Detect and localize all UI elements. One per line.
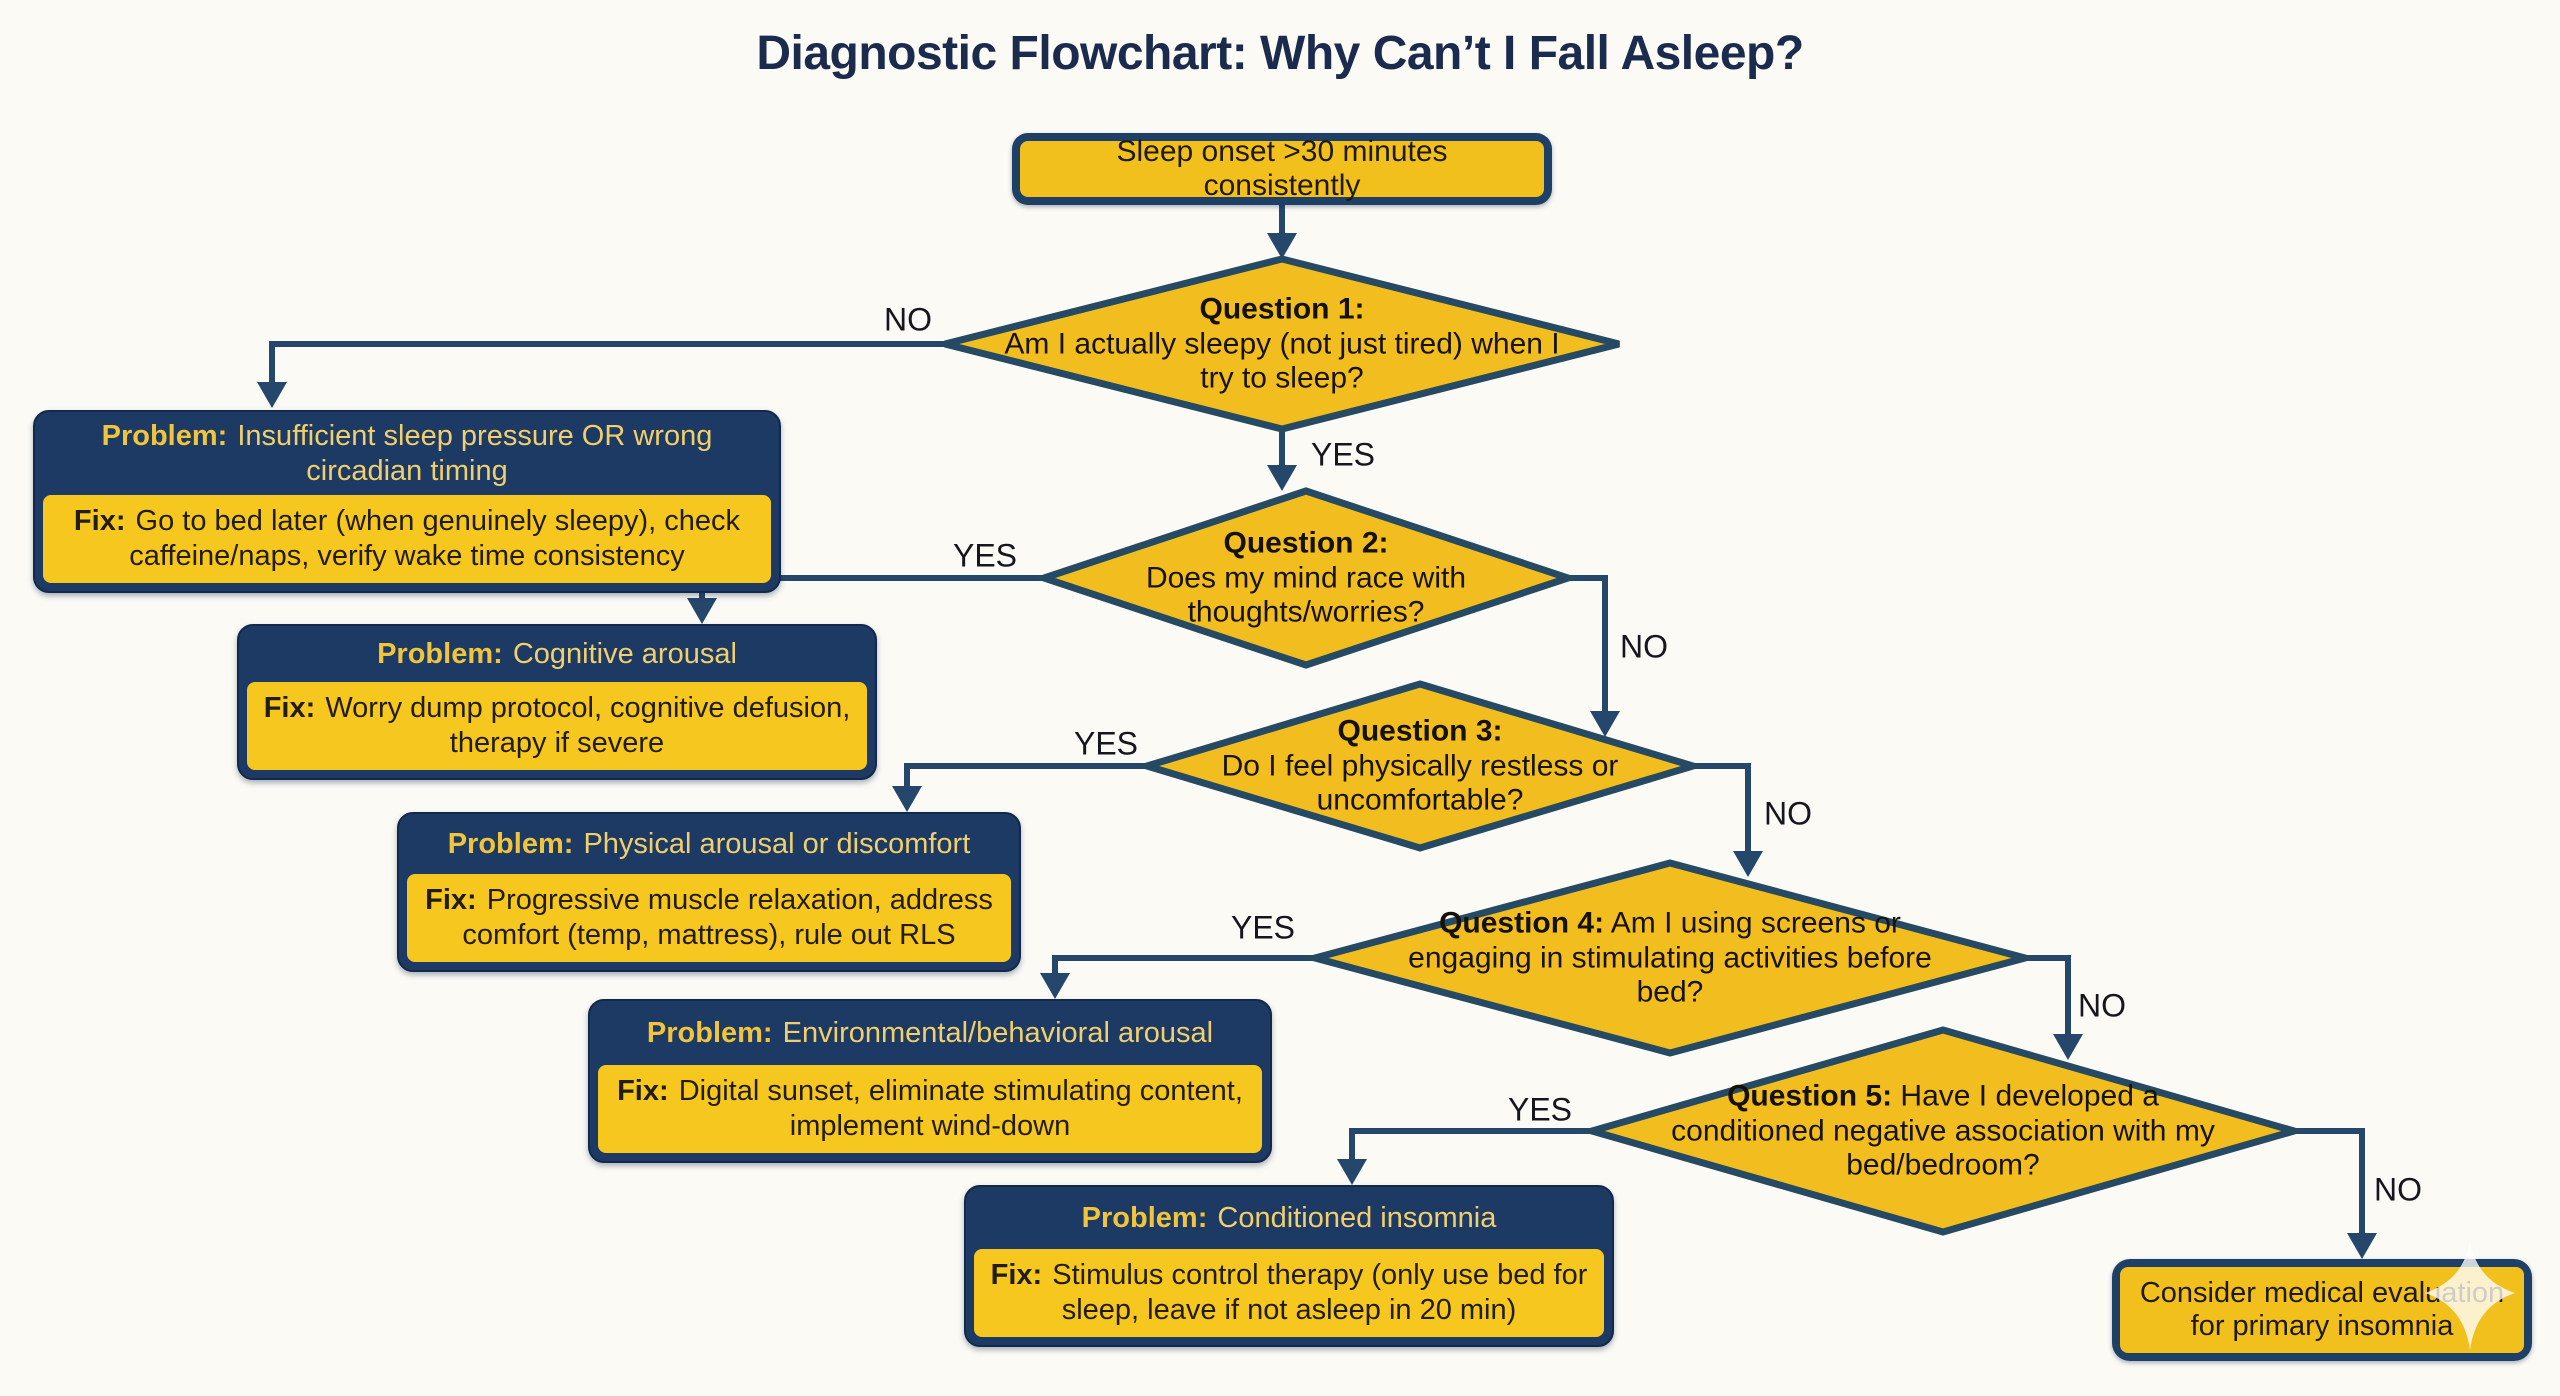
- question-2-text: Question 2: Does my mind race with thoug…: [1091, 526, 1521, 630]
- question-4-text: Question 4: Am I using screens or engagi…: [1380, 906, 1960, 1010]
- edge-label-q5-yes: YES: [1507, 1091, 1573, 1128]
- edge-q2-no-line: [1568, 575, 1608, 722]
- start-node: Sleep onset >30 minutes consistently: [1012, 133, 1552, 205]
- sparkle-watermark-icon: [2425, 1240, 2515, 1350]
- edge-label-q4-yes: YES: [1230, 909, 1296, 946]
- fix-4-text: Digital sunset, eliminate stimulating co…: [678, 1075, 1243, 1143]
- question-2-heading: Question 2:: [1223, 526, 1389, 560]
- question-1-text: Question 1: Am I actually sleepy (not ju…: [1002, 292, 1562, 396]
- arrow-down-icon: [2053, 1034, 2083, 1060]
- edge-label-q3-yes: YES: [1073, 725, 1139, 762]
- fix-label: Fix:: [990, 1259, 1043, 1292]
- problem-3-header: Problem: Physical arousal or discomfort: [407, 814, 1011, 874]
- fix-3-section: Fix: Progressive muscle relaxation, addr…: [407, 874, 1011, 962]
- problem-4-text: Environmental/behavioral arousal: [782, 1017, 1214, 1050]
- arrow-down-icon: [2347, 1233, 2377, 1259]
- fix-label: Fix:: [425, 884, 477, 917]
- edge-label-q2-no: NO: [1620, 628, 1668, 665]
- problem-2-header: Problem: Cognitive arousal: [247, 626, 867, 682]
- edge-q3-yes-line: [904, 763, 1147, 799]
- edge-label-q3-no: NO: [1764, 795, 1812, 832]
- question-3-heading: Question 3:: [1337, 714, 1503, 748]
- edge-label-q4-no: NO: [2078, 987, 2126, 1024]
- fix-label: Fix:: [617, 1075, 669, 1108]
- arrow-down-icon: [1040, 973, 1070, 999]
- problem-node-3: Problem: Physical arousal or discomfort …: [397, 812, 1021, 972]
- arrow-down-icon: [1267, 233, 1297, 259]
- q3-diamond: [1134, 680, 1706, 852]
- page-title: Diagnostic Flowchart: Why Can’t I Fall A…: [756, 27, 1804, 80]
- arrow-down-icon: [257, 382, 287, 408]
- fix-2-section: Fix: Worry dump protocol, cognitive defu…: [247, 682, 867, 770]
- edge-label-q1-no: NO: [884, 301, 932, 338]
- final-node: Consider medical evaluation for primary …: [2112, 1259, 2532, 1361]
- problem-node-4: Problem: Environmental/behavioral arousa…: [588, 999, 1272, 1163]
- question-5-body: Have I developed a conditioned negative …: [1671, 1079, 2215, 1182]
- q1-diamond: [944, 255, 1620, 433]
- fix-2-text: Worry dump protocol, cognitive defusion,…: [325, 692, 851, 760]
- edge-label-q2-yes: YES: [952, 537, 1018, 574]
- question-5-text: Question 5: Have I developed a condition…: [1648, 1079, 2238, 1183]
- problem-label: Problem:: [377, 638, 503, 671]
- question-4-heading: Question 4:: [1439, 906, 1605, 940]
- question-3-body: Do I feel physically restless or uncomfo…: [1221, 748, 1619, 817]
- fix-4-section: Fix: Digital sunset, eliminate stimulati…: [598, 1065, 1262, 1153]
- edge-q5-no-line: [2294, 1128, 2365, 1246]
- fix-label: Fix:: [263, 692, 316, 725]
- fix-label: Fix:: [73, 505, 126, 538]
- fix-1-text: Go to bed later (when genuinely sleepy),…: [129, 505, 741, 573]
- edge-q3-no-line: [1693, 763, 1751, 862]
- question-5-heading: Question 5:: [1727, 1079, 1893, 1113]
- fix-1-section: Fix: Go to bed later (when genuinely sle…: [43, 495, 771, 583]
- arrow-down-icon: [1267, 465, 1297, 491]
- edge-label-q1-yes: YES: [1310, 436, 1376, 473]
- problem-label: Problem:: [447, 828, 574, 861]
- problem-3-text: Physical arousal or discomfort: [583, 828, 971, 861]
- arrow-down-icon: [1590, 711, 1620, 737]
- fix-5-text: Stimulus control therapy (only use bed f…: [1052, 1259, 1588, 1327]
- fix-5-section: Fix: Stimulus control therapy (only use …: [974, 1249, 1604, 1337]
- edge-q1-no-line: [269, 341, 945, 395]
- start-label: Sleep onset >30 minutes consistently: [1116, 135, 1448, 202]
- arrow-down-icon: [1733, 851, 1763, 877]
- question-2-body: Does my mind race with thoughts/worries?: [1145, 560, 1467, 629]
- problem-label: Problem:: [1081, 1202, 1208, 1235]
- edge-label-q5-no: NO: [2374, 1171, 2422, 1208]
- question-1-body: Am I actually sleepy (not just tired) wh…: [1004, 326, 1560, 395]
- edge-q4-no-line: [2025, 955, 2071, 1045]
- q4-diamond: [1301, 859, 2039, 1057]
- question-3-text: Question 3: Do I feel physically restles…: [1190, 714, 1650, 818]
- question-4-body: Am I using screens or engaging in stimul…: [1408, 906, 1932, 1009]
- problem-2-text: Cognitive arousal: [512, 638, 737, 671]
- arrow-down-icon: [687, 598, 717, 624]
- edge-q4-yes-line: [1052, 955, 1315, 986]
- problem-1-header: Problem: Insufficient sleep pressure OR …: [43, 412, 771, 495]
- fix-3-text: Progressive muscle relaxation, address c…: [462, 884, 993, 952]
- problem-node-5: Problem: Conditioned insomnia Fix: Stimu…: [964, 1185, 1614, 1347]
- q2-diamond: [1032, 487, 1580, 669]
- edge-q5-yes-line: [1349, 1128, 1592, 1172]
- problem-5-header: Problem: Conditioned insomnia: [974, 1187, 1604, 1249]
- problem-label: Problem:: [101, 420, 228, 453]
- arrow-down-icon: [1337, 1159, 1367, 1185]
- problem-4-header: Problem: Environmental/behavioral arousa…: [598, 1001, 1262, 1065]
- problem-5-text: Conditioned insomnia: [1217, 1202, 1497, 1235]
- problem-node-1: Problem: Insufficient sleep pressure OR …: [33, 410, 781, 593]
- problem-node-2: Problem: Cognitive arousal Fix: Worry du…: [237, 624, 877, 780]
- arrow-down-icon: [892, 786, 922, 812]
- question-1-heading: Question 1:: [1199, 292, 1365, 326]
- problem-label: Problem:: [646, 1017, 773, 1050]
- q5-diamond: [1579, 1026, 2307, 1236]
- problem-1-text: Insufficient sleep pressure OR wrong cir…: [237, 420, 713, 487]
